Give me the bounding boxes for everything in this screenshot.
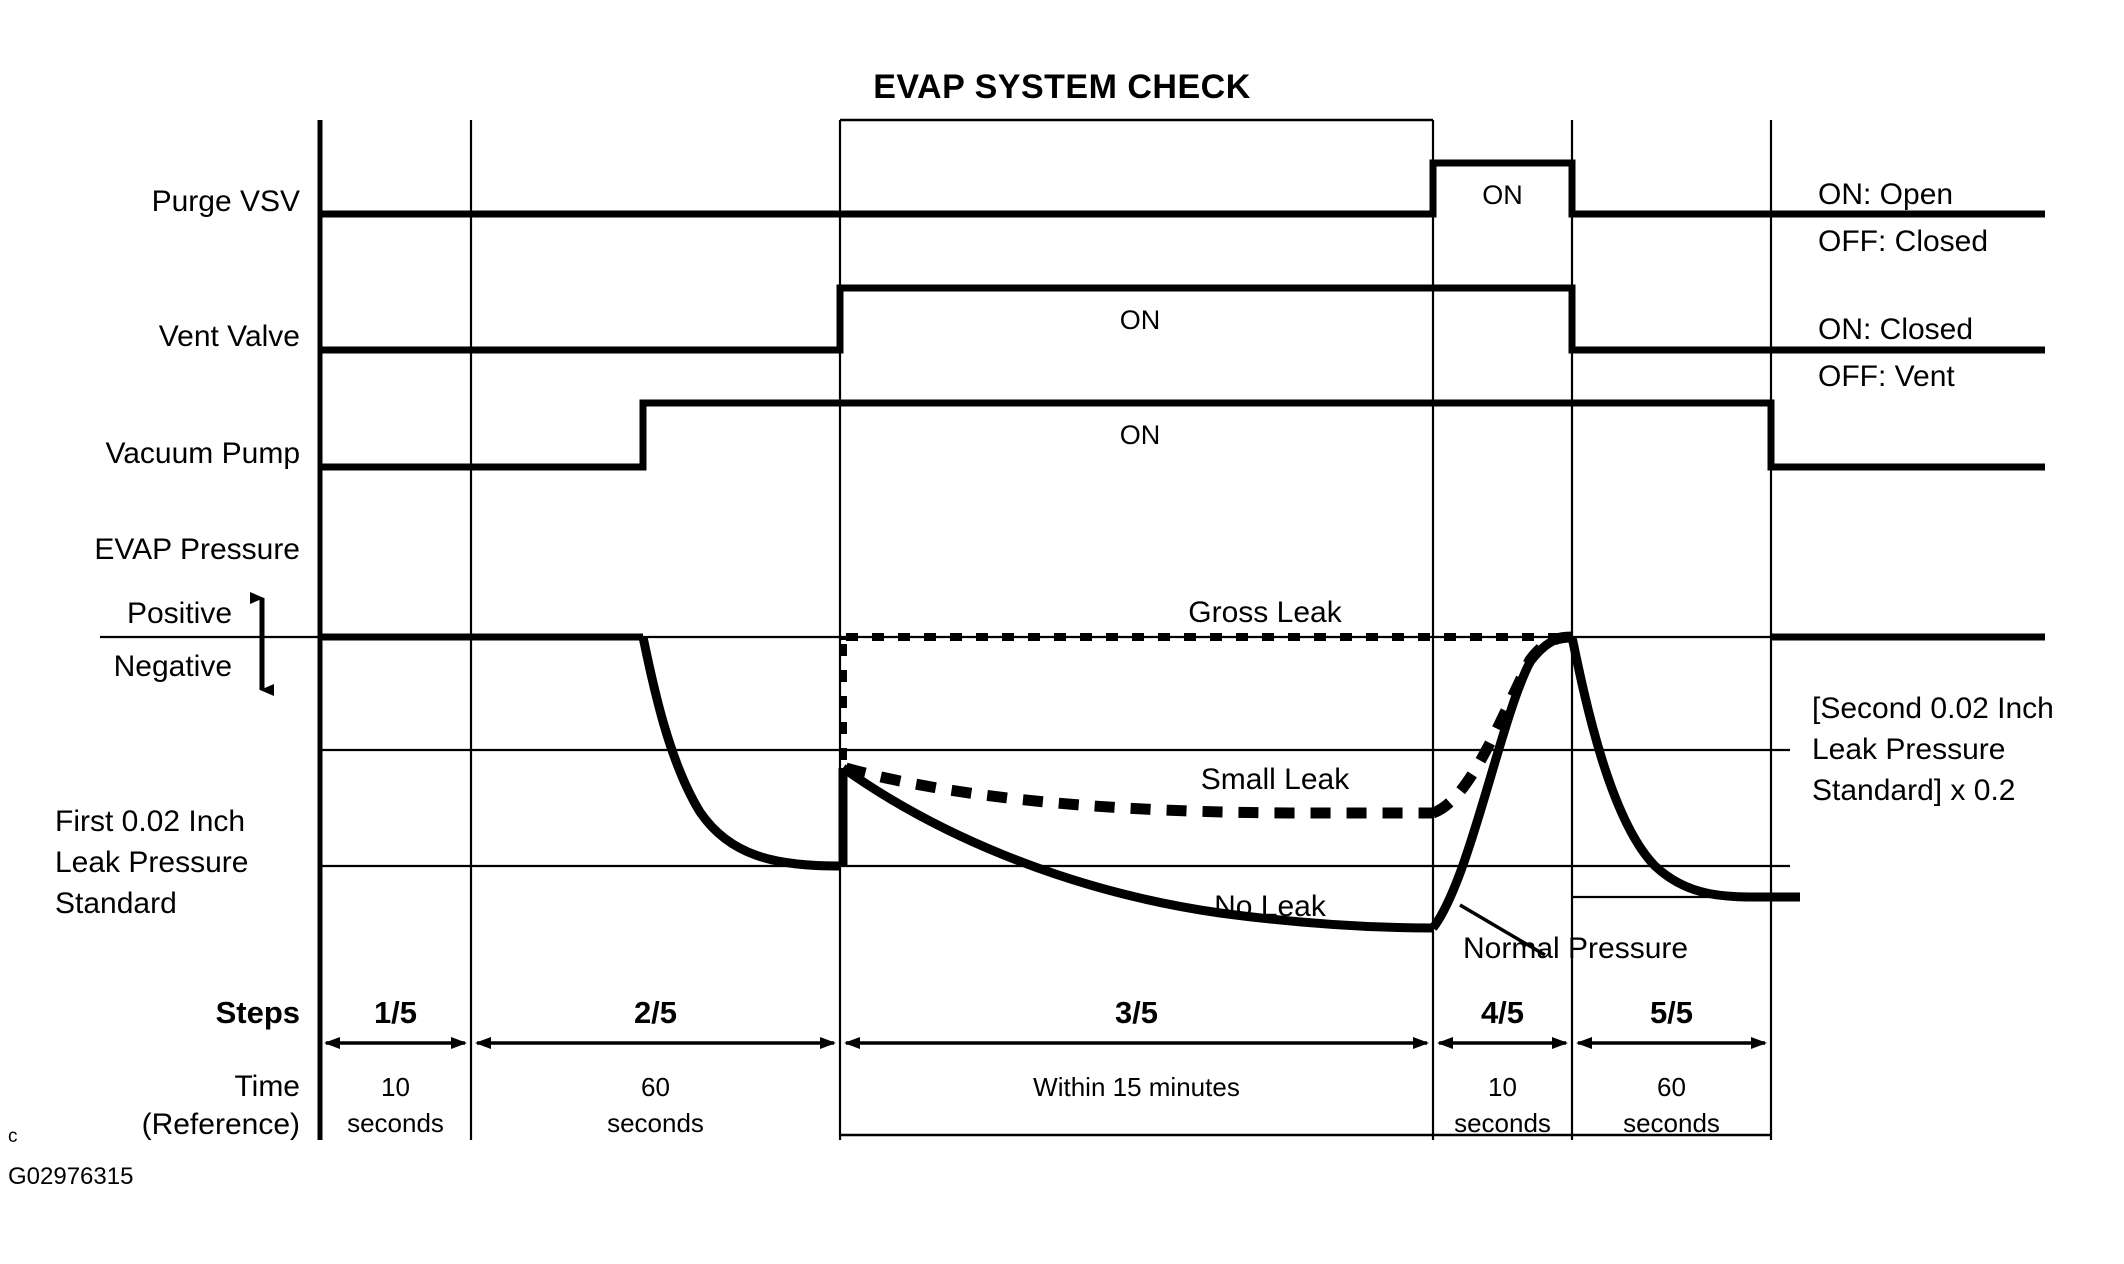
- right-label-second-standard-line3: Standard] x 0.2: [1812, 774, 2016, 807]
- time-value-5-line2: seconds: [1623, 1108, 1720, 1138]
- time-value-4-line2: seconds: [1454, 1108, 1551, 1138]
- row-label-vacuum-pump: Vacuum Pump: [105, 437, 300, 470]
- step-label-1: 1/5: [373, 995, 418, 1030]
- right-label-rules: [1815, 211, 2045, 353]
- row-label-evap-pressure: EVAP Pressure: [94, 533, 300, 566]
- gross-leak-curve: [839, 633, 1572, 641]
- vacuum-pump-waveform: [320, 399, 2045, 471]
- vacuum-pump-on-label: ON: [1119, 420, 1161, 450]
- time-value-2-line2: seconds: [607, 1108, 704, 1138]
- figure-code: G02976315: [8, 1163, 134, 1190]
- time-value-5-line1: 60: [1657, 1072, 1686, 1102]
- right-label-vent-on: ON: Closed: [1818, 313, 1974, 346]
- level-gridlines: [100, 635, 2045, 899]
- normal-pressure-leader: [1459, 903, 1546, 957]
- right-label-second-standard-line1: [Second 0.02 Inch: [1812, 692, 2054, 725]
- label-first-standard-line1: First 0.02 Inch: [55, 805, 246, 838]
- time-row-label-line2: (Reference): [141, 1108, 300, 1141]
- vent-valve-on-label: ON: [1119, 305, 1161, 335]
- time-row-label-line1: Time: [234, 1070, 300, 1103]
- right-label-purge-off: OFF: Closed: [1818, 225, 1989, 258]
- annotation-normal-pressure: Normal Pressure: [1463, 932, 1689, 965]
- step-label-2: 2/5: [633, 995, 678, 1030]
- time-value-3-line1: Within 15 minutes: [1033, 1072, 1240, 1102]
- time-value-1-line1: 10: [381, 1072, 410, 1102]
- steps-row-label: Steps: [215, 995, 300, 1030]
- annotation-small-leak: Small Leak: [1200, 763, 1350, 796]
- time-value-1-line2: seconds: [347, 1108, 444, 1138]
- right-label-second-standard-line2: Leak Pressure: [1812, 733, 2006, 766]
- annotation-no-leak: No Leak: [1214, 890, 1326, 923]
- step-label-4: 4/5: [1480, 995, 1525, 1030]
- label-first-standard-line2: Leak Pressure: [55, 846, 249, 879]
- no-leak-curve: [638, 632, 1800, 933]
- figure-mark: c: [8, 1126, 18, 1147]
- label-first-standard-line3: Standard: [55, 887, 177, 920]
- annotation-gross-leak: Gross Leak: [1188, 596, 1342, 629]
- time-value-2-line1: 60: [641, 1072, 670, 1102]
- row-label-vent-valve: Vent Valve: [158, 320, 300, 353]
- label-negative: Negative: [113, 650, 232, 683]
- step-label-3: 3/5: [1114, 995, 1159, 1030]
- step-label-5: 5/5: [1649, 995, 1694, 1030]
- purge-vsv-on-label: ON: [1482, 180, 1523, 210]
- purge-vsv-waveform: [320, 159, 2045, 218]
- right-label-purge-on: ON: Open: [1818, 178, 1954, 211]
- row-label-purge-vsv: Purge VSV: [151, 185, 300, 218]
- label-positive: Positive: [126, 597, 232, 630]
- time-value-4-line1: 10: [1488, 1072, 1517, 1102]
- step3-frame: [840, 118, 1771, 1137]
- vent-valve-waveform: [320, 284, 2045, 354]
- step-gridlines: [469, 120, 1773, 1140]
- right-label-vent-off: OFF: Vent: [1818, 360, 1955, 393]
- page-title: EVAP SYSTEM CHECK: [873, 68, 1251, 106]
